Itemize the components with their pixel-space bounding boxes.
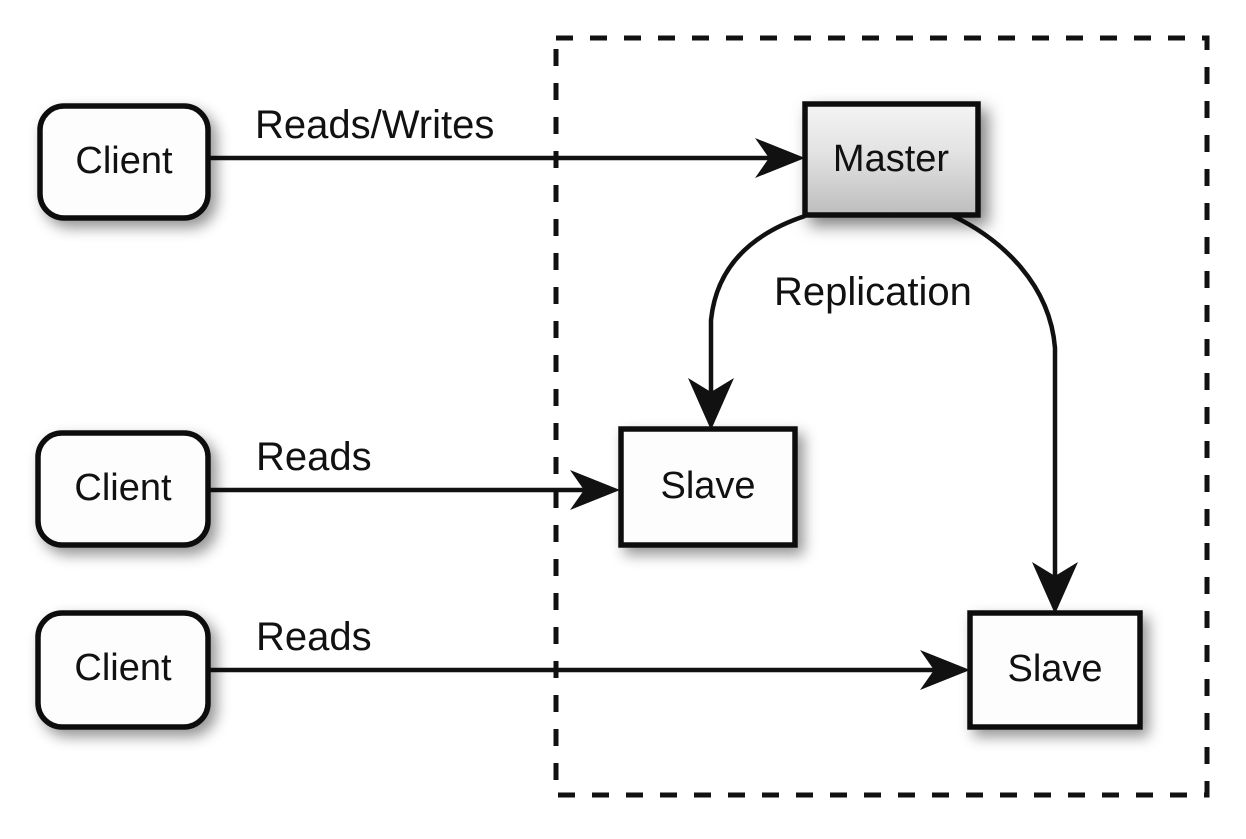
node-master[interactable] bbox=[802, 101, 981, 218]
client-2-box[interactable] bbox=[35, 430, 211, 548]
edge-label-replication: Replication bbox=[774, 270, 972, 314]
edge-curve-replication-right bbox=[952, 213, 1058, 586]
edge-client1-master bbox=[208, 138, 805, 178]
edge-label-reads-writes: Reads/Writes bbox=[255, 103, 494, 147]
node-slave-1[interactable] bbox=[618, 426, 798, 548]
edge-label-reads-middle: Reads bbox=[256, 435, 372, 479]
client-3-label: Client bbox=[74, 647, 172, 689]
client-1-box[interactable] bbox=[37, 103, 211, 221]
node-client-3[interactable] bbox=[35, 610, 211, 730]
arrowhead-icon bbox=[1032, 562, 1078, 614]
edge-master-slave1 bbox=[688, 213, 806, 430]
master-box[interactable] bbox=[802, 101, 981, 218]
arrowhead-icon bbox=[755, 138, 805, 178]
edge-master-slave2 bbox=[952, 213, 1078, 614]
node-client-1[interactable] bbox=[37, 103, 211, 221]
client-1-label: Client bbox=[75, 140, 173, 182]
slave-2-label: Slave bbox=[1007, 648, 1102, 690]
edge-label-reads-bottom: Reads bbox=[256, 615, 372, 659]
edge-curve-replication-left bbox=[708, 213, 806, 402]
slave-2-box[interactable] bbox=[967, 610, 1143, 730]
node-client-2[interactable] bbox=[35, 430, 211, 548]
edge-client3-slave2 bbox=[208, 650, 970, 690]
database-cluster-boundary bbox=[553, 35, 1210, 798]
node-slave-2[interactable] bbox=[967, 610, 1143, 730]
client-2-label: Client bbox=[74, 467, 172, 509]
arrowhead-icon bbox=[570, 470, 620, 510]
master-label: Master bbox=[833, 138, 949, 180]
edge-client2-slave1 bbox=[208, 470, 620, 510]
arrowhead-icon bbox=[688, 378, 734, 430]
slave-1-label: Slave bbox=[660, 465, 755, 507]
slave-1-box[interactable] bbox=[618, 426, 798, 548]
client-3-box[interactable] bbox=[35, 610, 211, 730]
arrowhead-icon bbox=[920, 650, 970, 690]
